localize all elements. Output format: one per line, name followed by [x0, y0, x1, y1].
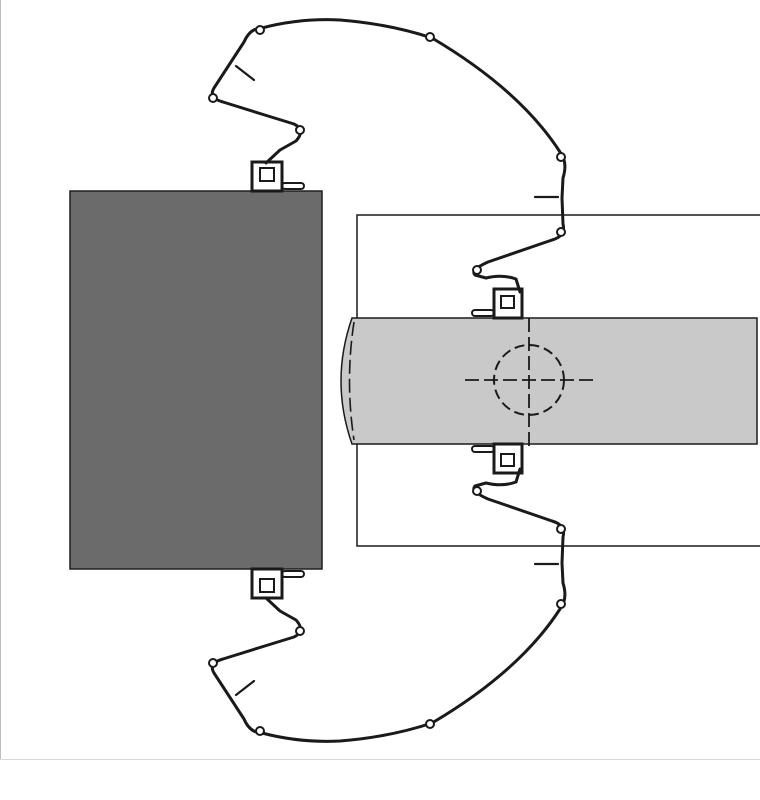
bar-inner-edge-dashed: [348, 321, 355, 441]
seal-block-bottom: [250, 567, 305, 600]
seal-bar-bottom: [471, 442, 524, 475]
seal-bar-top: [471, 287, 524, 320]
dashed-center-circle: [493, 344, 565, 416]
seal-block-top: [250, 160, 305, 193]
dashed-crosshair: [465, 318, 595, 446]
bottom-frame-edge: [0, 759, 760, 760]
profile-joints: [208, 25, 566, 736]
seal-fittings: [250, 160, 524, 600]
grey-bar: [340, 317, 758, 445]
dark-rectangular-block: [69, 190, 323, 570]
left-frame-edge: [0, 0, 1, 759]
